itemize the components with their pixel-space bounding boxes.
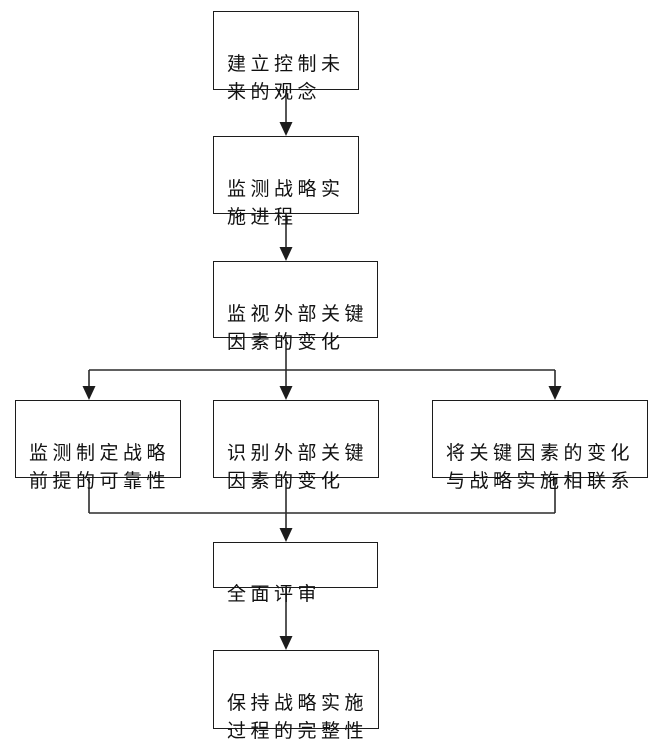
- node-establish-concept: 建立控制未 来的观念: [213, 11, 359, 103]
- node-watch-external-key-factors: 监视外部关键 因素的变化: [213, 261, 378, 353]
- node-label: 建立控制未 来的观念: [227, 53, 345, 103]
- node-monitor-strategy-progress: 监测战略实 施进程: [213, 136, 359, 228]
- node-identify-external-factor-changes: 识别外部关键 因素的变化: [213, 400, 379, 492]
- node-monitor-premise-reliability: 监测制定战略 前提的可靠性: [15, 400, 181, 492]
- node-label: 监测制定战略 前提的可靠性: [29, 442, 171, 492]
- arrow-review-to-integrity: [279, 588, 293, 650]
- node-label: 监视外部关键 因素的变化: [227, 303, 369, 353]
- node-link-factor-changes-to-implementation: 将关键因素的变化 与战略实施相联系: [432, 400, 648, 492]
- node-label: 监测战略实 施进程: [227, 178, 345, 228]
- node-comprehensive-review: 全面评审: [213, 542, 378, 605]
- branch-split-connector: [82, 338, 562, 400]
- node-label: 识别外部关键 因素的变化: [227, 442, 369, 492]
- arrow-monitor-to-watch: [279, 214, 293, 261]
- node-label: 保持战略实施 过程的完整性: [227, 692, 369, 739]
- branch-merge-connector: [88, 478, 556, 542]
- node-label: 全面评审: [227, 583, 322, 605]
- node-maintain-process-integrity: 保持战略实施 过程的完整性: [213, 650, 379, 739]
- node-label: 将关键因素的变化 与战略实施相联系: [446, 442, 635, 492]
- arrow-establish-to-monitor: [279, 90, 293, 136]
